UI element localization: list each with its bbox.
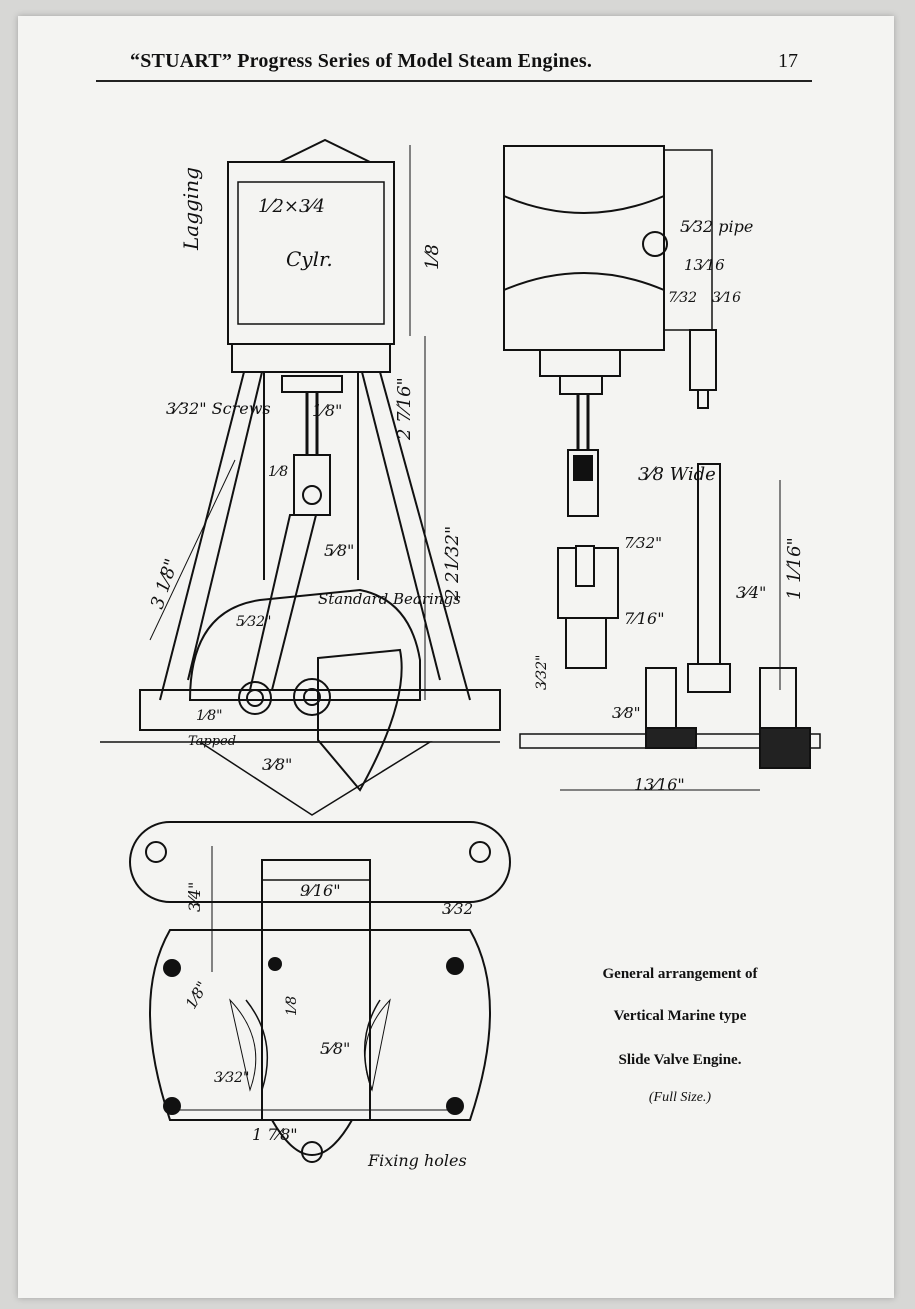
left-standard <box>159 371 245 701</box>
bearing-frame <box>188 588 421 701</box>
side-cylinder <box>503 145 665 351</box>
label-small-dim: 5⁄32" <box>236 614 272 630</box>
label-standard-bearings: Standard Bearings <box>318 590 461 608</box>
label-side-e: 3⁄8" <box>612 704 641 722</box>
base-taper <box>197 741 433 816</box>
label-plan-d: 1⁄8 <box>284 996 300 1016</box>
label-plan-f: 1⁄8" <box>182 978 212 1012</box>
label-plan-g: 3⁄32" <box>214 1070 250 1086</box>
label-plan-h: 1 7⁄8" <box>252 1125 298 1144</box>
dimension-lines <box>149 145 781 1111</box>
crank-pin <box>238 681 272 715</box>
label-side-c: 3⁄4" <box>736 583 766 602</box>
label-plan-b: 9⁄16" <box>300 881 341 900</box>
caption-line-1: General arrangement of <box>602 966 758 982</box>
label-standard-length: 3 1⁄8" <box>147 556 183 611</box>
label-side-dim-a: 7⁄32 <box>668 290 697 306</box>
baseplate <box>139 689 501 731</box>
label-side-a: 7⁄32" <box>624 534 662 552</box>
label-plan-e: 5⁄8" <box>320 1039 350 1058</box>
caption-line-4: (Full Size.) <box>648 1090 712 1105</box>
label-cyl-height: 1⁄8 <box>422 244 443 270</box>
label-bore: 1⁄2×3⁄4 <box>258 196 325 217</box>
label-side-dim-b: 3⁄16 <box>712 290 741 306</box>
caption-line-3: Slide Valve Engine. <box>618 1052 742 1068</box>
caption-line-2: Vertical Marine type <box>613 1008 747 1024</box>
label-base-dim: 3⁄8" <box>262 755 292 774</box>
cylinder-bottom-cover <box>231 343 391 373</box>
fixing-hole-dots <box>163 957 464 1115</box>
label-side-d: 1 1⁄16" <box>784 537 805 600</box>
cylinder-lagging <box>237 181 385 325</box>
side-crosshead <box>567 449 599 517</box>
label-pipe-offset: 13⁄16 <box>684 256 725 274</box>
steam-pipe <box>642 231 668 257</box>
label-crosshead: 1⁄8 <box>268 464 288 480</box>
plan-baseplate <box>149 929 491 1121</box>
plan-web-left <box>245 999 269 1091</box>
label-overall-height: 2 21⁄32" <box>442 526 463 601</box>
label-hole-dim: 1⁄8" <box>196 708 223 724</box>
page-number: 17 <box>778 50 798 72</box>
label-lagging: Lagging <box>179 167 203 251</box>
label-wide: 3⁄8 Wide <box>638 464 716 485</box>
plan-foot <box>271 1119 353 1156</box>
label-side-g: 3⁄32" <box>534 655 550 691</box>
gland <box>281 375 343 393</box>
side-bottom-cover <box>539 349 621 377</box>
label-side-f: 13⁄16" <box>634 775 685 794</box>
label-column-height: 2 7⁄16" <box>394 377 415 441</box>
plan-web-right <box>363 999 381 1091</box>
connecting-rod <box>248 514 318 691</box>
label-plan-a: 3⁄4" <box>185 882 204 912</box>
side-end-block <box>759 667 797 729</box>
label-screws: 3⁄32" Screws <box>166 399 271 418</box>
label-tapped: Tapped <box>188 734 236 749</box>
plan-column <box>261 859 371 1121</box>
side-standard <box>697 463 721 665</box>
label-pipe: 5⁄32 pipe <box>680 217 753 236</box>
valve-rod-gland <box>689 329 717 391</box>
label-cylinder: Cylr. <box>286 247 333 271</box>
label-side-b: 7⁄16" <box>624 609 665 628</box>
side-bearing-block <box>645 667 677 729</box>
header-rule <box>96 80 812 82</box>
crosshead-pin <box>302 485 322 505</box>
plan-top-lugs <box>129 821 511 903</box>
page-header-title: “STUART” Progress Series of Model Steam … <box>130 50 593 72</box>
label-plan-c: 3⁄32 <box>442 900 473 918</box>
valve-chest <box>663 149 713 331</box>
label-crank-dim: 5⁄8" <box>324 541 354 560</box>
main-bearing <box>293 678 331 716</box>
label-fixing-holes: Fixing holes <box>367 1151 467 1170</box>
cylinder-cover-top <box>279 138 371 163</box>
label-piston-rod: 1⁄8" <box>312 401 342 420</box>
crank-web <box>317 648 403 792</box>
document-page <box>18 16 894 1298</box>
